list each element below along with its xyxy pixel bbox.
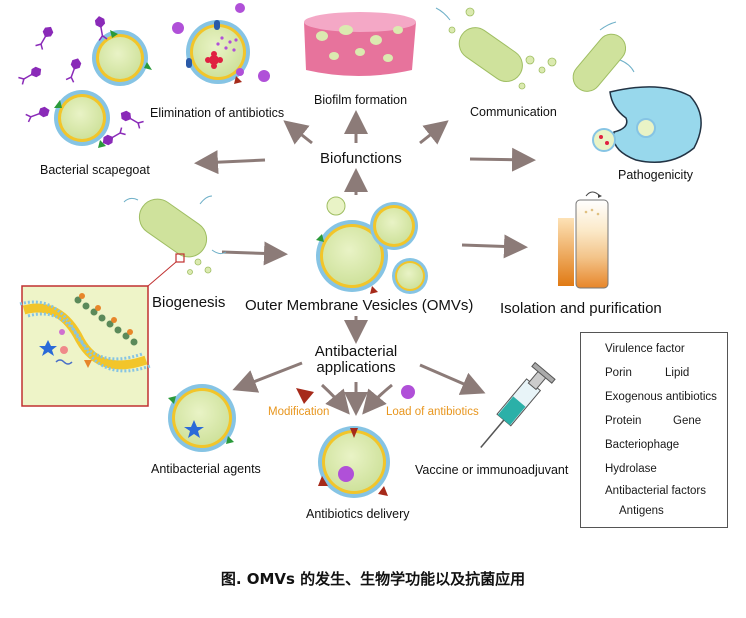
- legend-antibacterial-factors: Antibacterial factors: [605, 485, 706, 497]
- arrow-to-pathogenicity: [469, 147, 536, 172]
- arrow-to-communication: [419, 120, 449, 145]
- figure-caption: 图. OMVs 的发生、生物学功能以及抗菌应用: [220, 570, 526, 588]
- legend-hydrolase: Hydrolase: [605, 463, 657, 475]
- label-antibiotics-delivery: Antibiotics delivery: [306, 507, 410, 521]
- membrane-zoom-box: [19, 285, 151, 407]
- star-icon: [184, 420, 204, 438]
- arrow-to-vaccine: [419, 363, 486, 395]
- label-biofilm: Biofilm formation: [314, 93, 408, 107]
- legend-antigens: Antigens: [619, 505, 664, 517]
- label-isolation: Isolation and purification: [500, 300, 662, 317]
- label-antibacterial-agents: Antibacterial agents: [151, 462, 261, 476]
- antigen-icon: [296, 388, 314, 404]
- label-antibacterial-applications: Antibacterial applications: [314, 343, 398, 376]
- test-tube-icon: [558, 191, 609, 289]
- antibiotics-delivery-vesicle: [318, 426, 390, 498]
- hydrolase-icon: [205, 51, 223, 69]
- host-cell-icon: [592, 86, 702, 163]
- legend-porin: Porin: [605, 367, 632, 379]
- legend-lipid: Lipid: [665, 367, 690, 379]
- arrow-load: [362, 383, 393, 415]
- legend-virulence: Virulence factor: [605, 343, 685, 355]
- arrow-to-scapegoat: [194, 150, 266, 175]
- elimination-vesicle: [186, 20, 250, 84]
- legend-exogenous: Exogenous antibiotics: [605, 391, 717, 403]
- antibacterial-agents-vesicle: [168, 384, 236, 452]
- arrow-to-isolation: [461, 234, 528, 259]
- bacteriophage-icon: [18, 16, 144, 146]
- syringe-icon: [480, 361, 556, 449]
- biofilm-icon: [304, 12, 416, 76]
- label-omvs: Outer Membrane Vesicles (OMVs): [245, 297, 474, 314]
- arrow-to-agents: [232, 361, 303, 393]
- legend: Virulence factor Porin Lipid Exogenous a…: [580, 332, 728, 528]
- label-pathogenicity: Pathogenicity: [618, 168, 694, 182]
- omv-cluster: [316, 196, 428, 294]
- scapegoat-vesicles: [54, 30, 152, 148]
- label-biofunctions: Biofunctions: [320, 150, 402, 167]
- exogenous-antibiotic-icon: [401, 385, 415, 399]
- legend-gene: Gene: [673, 415, 702, 427]
- exogenous-antibiotic-icon: [172, 3, 270, 82]
- label-modification: Modification: [268, 406, 330, 418]
- label-load: Load of antibiotics: [386, 406, 479, 418]
- label-vaccine: Vaccine or immunoadjuvant: [415, 463, 569, 477]
- arrow-biogenesis: [221, 241, 288, 266]
- legend-bacteriophage: Bacteriophage: [605, 439, 680, 451]
- label-elimination: Elimination of antibiotics: [150, 106, 285, 120]
- label-biogenesis: Biogenesis: [152, 294, 226, 311]
- arrows: [194, 110, 536, 416]
- arrow-to-elimination: [283, 120, 313, 145]
- legend-protein: Protein: [605, 415, 642, 427]
- biogenesis-bacterium: [123, 195, 227, 287]
- bacterium-icon: [435, 7, 635, 92]
- label-scapegoat: Bacterial scapegoat: [40, 163, 150, 177]
- arrow-modification: [320, 383, 350, 415]
- label-communication: Communication: [470, 105, 557, 119]
